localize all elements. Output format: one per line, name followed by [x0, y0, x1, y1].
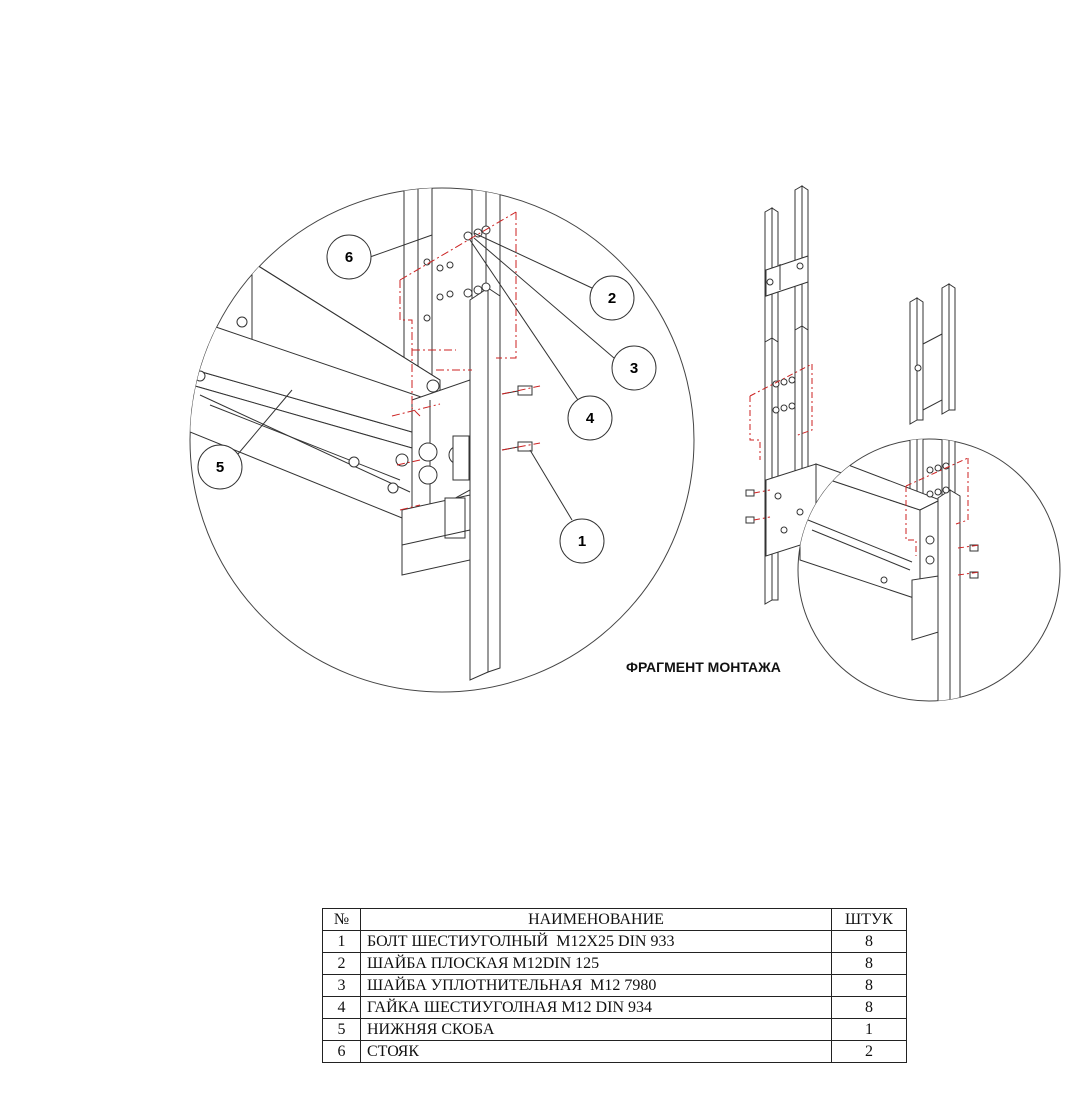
row-qty: 2 [831, 1040, 907, 1063]
leader-lines [237, 232, 615, 521]
callout-1-label: 1 [578, 533, 586, 550]
table-row: 5 НИЖНЯЯ СКОБА 1 [322, 1018, 907, 1041]
callout-5-label: 5 [216, 459, 224, 476]
table-row: 1 БОЛТ ШЕСТИУГОЛНЫЙ М12Х25 DIN 933 8 [322, 930, 907, 953]
callout-6: 6 [326, 234, 372, 280]
row-no: 3 [322, 974, 361, 997]
row-qty: 8 [831, 996, 907, 1019]
table-row: 4 ГАЙКА ШЕСТИУГОЛНАЯ М12 DIN 934 8 [322, 996, 907, 1019]
row-name: НИЖНЯЯ СКОБА [360, 1018, 832, 1041]
table-header-row: № НАИМЕНОВАНИЕ ШТУК [322, 908, 907, 931]
row-no: 2 [322, 952, 361, 975]
callout-4: 4 [567, 395, 613, 441]
callout-5: 5 [197, 444, 243, 490]
row-name: ШАЙБА ПЛОСКАЯ М12DIN 125 [360, 952, 832, 975]
table-row: 6 СТОЯК 2 [322, 1040, 907, 1063]
bill-of-materials-table: № НАИМЕНОВАНИЕ ШТУК 1 БОЛТ ШЕСТИУГОЛНЫЙ … [322, 908, 907, 1063]
row-qty: 8 [831, 952, 907, 975]
callout-6-label: 6 [345, 249, 353, 266]
row-no: 6 [322, 1040, 361, 1063]
detail-view-circle [189, 187, 695, 693]
callout-4-label: 4 [586, 410, 595, 427]
row-qty: 1 [831, 1018, 907, 1041]
callout-3: 3 [611, 345, 657, 391]
row-name: ШАЙБА УПЛОТНИТЕЛЬНАЯ М12 7980 [360, 974, 832, 997]
assembly-drawing: 1 2 3 4 5 6 [189, 185, 1061, 702]
overview-detail-circle [797, 438, 1061, 702]
table-row: 2 ШАЙБА ПЛОСКАЯ М12DIN 125 8 [322, 952, 907, 975]
header-no: № [322, 908, 361, 931]
bolt-part-1 [501, 385, 533, 452]
drawing-caption: ФРАГМЕНТ МОНТАЖА [626, 659, 781, 675]
lower-bracket [190, 316, 471, 523]
callout-2-label: 2 [608, 290, 616, 307]
row-qty: 8 [831, 930, 907, 953]
header-name: НАИМЕНОВАНИЕ [360, 908, 832, 931]
row-no: 4 [322, 996, 361, 1019]
callout-3-label: 3 [630, 360, 638, 377]
row-no: 1 [322, 930, 361, 953]
header-qty: ШТУК [831, 908, 907, 931]
upright-front [469, 287, 501, 681]
row-qty: 8 [831, 974, 907, 997]
callout-2: 2 [589, 275, 635, 321]
table-row: 3 ШАЙБА УПЛОТНИТЕЛЬНАЯ М12 7980 8 [322, 974, 907, 997]
row-no: 5 [322, 1018, 361, 1041]
row-name: БОЛТ ШЕСТИУГОЛНЫЙ М12Х25 DIN 933 [360, 930, 832, 953]
callout-1: 1 [559, 518, 605, 564]
row-name: СТОЯК [360, 1040, 832, 1063]
row-name: ГАЙКА ШЕСТИУГОЛНАЯ М12 DIN 934 [360, 996, 832, 1019]
